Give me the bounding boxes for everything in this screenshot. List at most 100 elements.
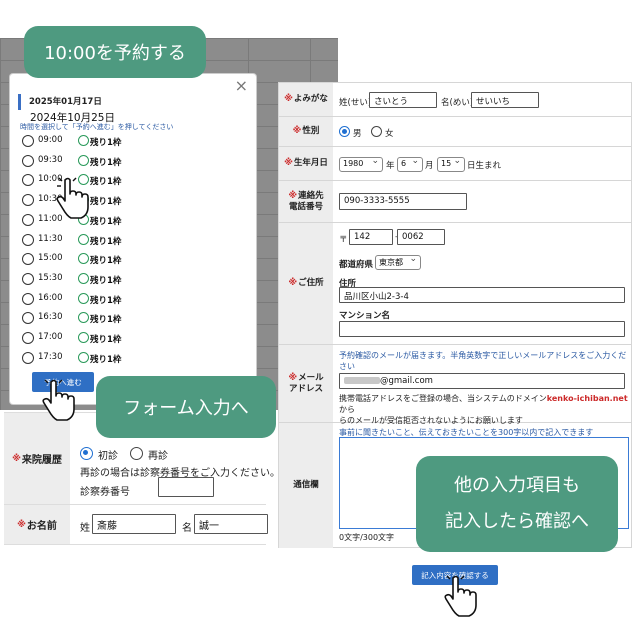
time-slot-time: 16:30 [38, 312, 63, 323]
required-mark: ※ [284, 94, 293, 104]
zip1-input[interactable]: 142 [349, 229, 393, 245]
time-slot-time: 10:30 [38, 194, 63, 205]
time-slot-radio[interactable] [22, 233, 34, 246]
gender-female-radio[interactable] [371, 126, 382, 137]
gender-female-label: 女 [385, 129, 394, 139]
email-label-line1: メール [298, 372, 324, 383]
time-slot-time: 17:30 [38, 351, 63, 362]
required-mark: ※ [288, 190, 298, 201]
callout-confirm-line1: 他の入力項目も [454, 475, 580, 496]
email-warning-suffix: から [339, 405, 355, 414]
gender-row: ※性別 男 女 [279, 117, 631, 147]
email-domain: @gmail.com [380, 376, 433, 386]
time-slot-radio[interactable] [22, 332, 34, 344]
email-warning-line2: らのメールが受信拒否されないようにお願いします [339, 416, 523, 425]
time-slot-radio[interactable] [22, 312, 34, 325]
return-visit-label: 再診 [148, 451, 168, 462]
kana-first-label: 名(めい) [441, 98, 474, 108]
time-slot-remaining: 残り1枠 [78, 135, 121, 148]
visit-history-row: ※来院履歴 初診 再診 再診の場合は診察券番号をご入力ください。 診察券番号 [4, 413, 280, 505]
time-slot-radio[interactable] [22, 292, 34, 305]
time-slot-radio[interactable] [22, 135, 34, 147]
street-label: 住所 [339, 279, 357, 289]
time-slot-time: 15:30 [38, 272, 63, 283]
card-number-input[interactable] [158, 477, 214, 497]
phone-row: ※連絡先 電話番号 090-3333-5555 [279, 181, 631, 223]
time-slot-time: 11:30 [38, 233, 63, 244]
phone-label-line1: 連絡先 [298, 190, 324, 201]
time-slot-radio[interactable] [22, 351, 34, 364]
modal-hint: 時間を選択して「予約へ進む」を押してください [20, 123, 174, 131]
email-note: 予約確認のメールが届きます。半角英数字で正しいメールアドレスをご入力ください [339, 351, 627, 371]
time-slot-remaining: 残り1枠 [78, 273, 121, 286]
pointer-hand-icon [444, 575, 477, 617]
email-row: ※メール アドレス 予約確認のメールが届きます。半角英数字で正しいメールアドレス… [279, 345, 631, 425]
time-slot-remaining: 残り1枠 [78, 155, 121, 168]
birth-day-select[interactable]: 15 [437, 156, 465, 172]
email-label-line2: アドレス [288, 383, 323, 394]
confirm-button[interactable]: 記入内容を確認する [412, 565, 498, 585]
time-slot-time: 15:00 [38, 253, 63, 264]
building-label: マンション名 [339, 311, 391, 321]
modal-date-label: 2025年01月17日 [18, 94, 102, 110]
birthdate-row: ※生年月日 1980 年 6 月 15 日生まれ [279, 147, 631, 181]
return-visit-radio[interactable] [130, 447, 143, 460]
time-slot-radio[interactable] [22, 194, 34, 207]
pointer-hand-icon [56, 177, 89, 219]
time-slot-radio[interactable] [22, 253, 34, 266]
birth-year-select[interactable]: 1980 [339, 156, 383, 172]
left-form: ※来院履歴 初診 再診 再診の場合は診察券番号をご入力ください。 診察券番号 ※… [4, 412, 280, 552]
email-warning-prefix: 携帯電話アドレスをご登録の場合、当システムのドメイン [339, 394, 547, 403]
first-name-input[interactable]: 誠一 [194, 514, 268, 534]
time-slot-radio[interactable] [22, 272, 34, 285]
building-input[interactable] [339, 321, 625, 337]
kana-row: ※よみがな 姓(せい) さいとう 名(めい) せいいち [279, 83, 631, 117]
time-slot-time: 16:00 [38, 292, 63, 303]
street-input[interactable]: 品川区小山2-3-4 [339, 287, 625, 303]
prefecture-select[interactable]: 東京都 [375, 254, 421, 270]
required-mark: ※ [17, 519, 26, 530]
prefecture-label: 都道府県 [339, 260, 374, 270]
last-name-label: 姓 [80, 523, 90, 534]
address-label: ご住所 [298, 278, 324, 288]
name-row: ※お名前 姓 斎藤 名 誠一 [4, 505, 268, 545]
gender-label: 性別 [302, 126, 320, 136]
email-warning-domain: kenko-ichiban.net [546, 394, 628, 403]
time-slot-remaining: 残り1枠 [78, 332, 121, 345]
phone-input[interactable]: 090-3333-5555 [339, 193, 467, 210]
email-input[interactable]: @gmail.com [339, 373, 625, 389]
zip-mark: 〒 [339, 235, 348, 245]
time-slot-row[interactable]: 15:30 残り1枠 [22, 272, 142, 286]
time-slot-remaining: 残り1枠 [78, 214, 121, 227]
gender-male-radio[interactable] [339, 126, 350, 137]
address-row: ※ご住所 〒 142 — 0062 都道府県 東京都 住所 品川区小山2-3-4… [279, 223, 631, 345]
time-slot-radio[interactable] [22, 213, 34, 226]
birth-month-select[interactable]: 6 [397, 156, 423, 172]
time-slot-remaining: 残り1枠 [78, 194, 121, 207]
time-slot-radio[interactable] [22, 174, 34, 187]
time-slot-row[interactable]: 11:00 残り1枠 [22, 213, 142, 227]
required-mark: ※ [12, 453, 21, 464]
time-slot-row[interactable]: 10:30 残り1枠 [22, 193, 142, 207]
time-slot-time: 11:00 [38, 213, 63, 224]
time-slot-radio[interactable] [22, 154, 34, 167]
kana-last-input[interactable]: さいとう [369, 92, 437, 108]
last-name-input[interactable]: 斎藤 [92, 514, 176, 534]
time-slot-time: 10:00 [38, 174, 63, 185]
required-mark: ※ [288, 372, 298, 383]
zip2-input[interactable]: 0062 [397, 229, 445, 245]
close-icon[interactable]: × [234, 76, 248, 95]
reserve-button[interactable]: 予約へ進む [32, 372, 94, 392]
birthdate-label: 生年月日 [293, 158, 328, 168]
kana-first-input[interactable]: せいいち [471, 92, 539, 108]
first-visit-radio[interactable] [80, 447, 93, 460]
